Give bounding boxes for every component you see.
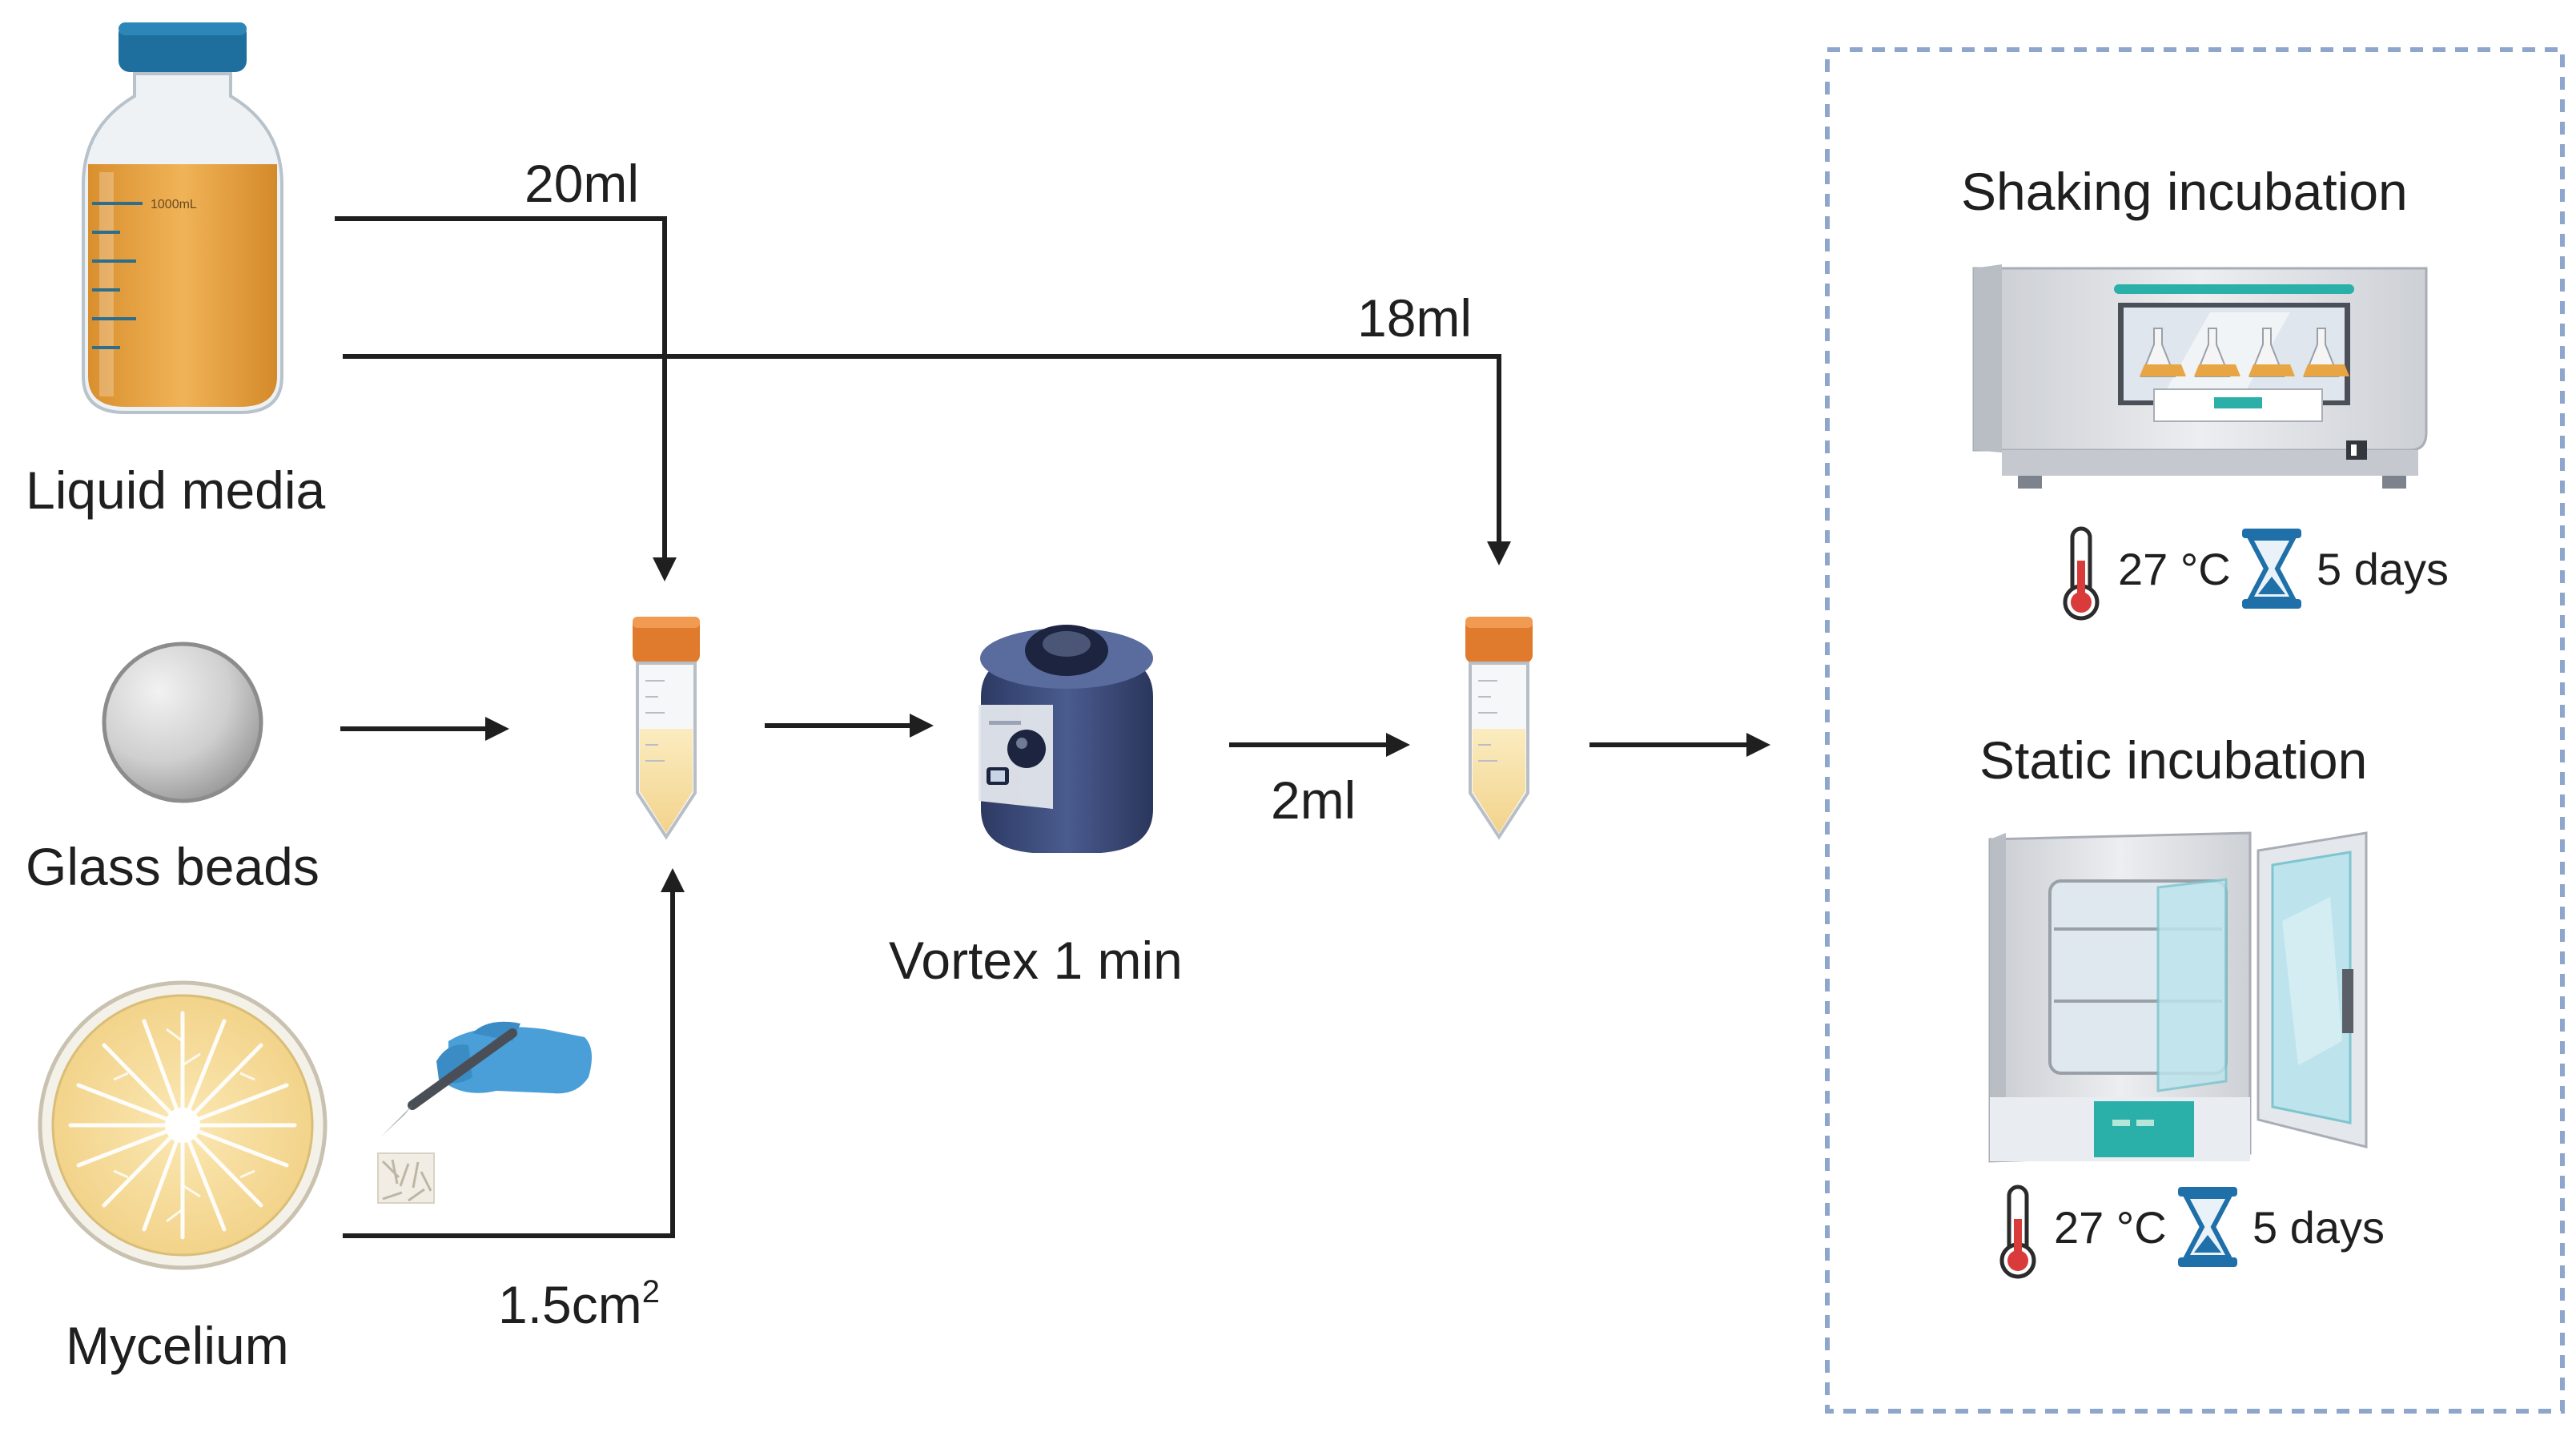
shaking-temp-label: 27 °C <box>2118 544 2231 594</box>
incubation-panel <box>1825 47 2565 1414</box>
volume-2ml-label: 2ml <box>1271 770 1356 830</box>
volume-18ml-label: 18ml <box>1357 288 1472 348</box>
hourglass-icon <box>2178 1187 2237 1267</box>
centrifuge-tube-2-icon <box>1465 617 1533 840</box>
glass-bead-icon <box>102 642 263 803</box>
glass-beads-label: Glass beads <box>26 837 319 896</box>
static-incubator-icon <box>1988 831 2368 1163</box>
mycelium-label: Mycelium <box>66 1316 289 1375</box>
mycelium-plate-icon <box>38 980 328 1270</box>
area-label: 1.5cm2 <box>498 1274 660 1334</box>
area-base: 1.5cm <box>498 1275 642 1334</box>
liquid-media-label: Liquid media <box>26 461 326 520</box>
arrow-media-20ml <box>335 216 677 581</box>
centrifuge-tube-1-icon <box>633 617 700 840</box>
vortex-mixer-icon <box>979 625 1153 853</box>
static-incubation-title: Static incubation <box>1979 730 2367 790</box>
flow-arrows <box>335 216 1770 1238</box>
thermometer-icon <box>1999 1185 2036 1279</box>
arrow-media-18ml <box>343 354 1511 565</box>
gloved-hand-scalpel-icon <box>380 1021 592 1137</box>
arrow-mycelium-to-tube <box>343 868 685 1238</box>
vortex-label: Vortex 1 min <box>889 931 1183 990</box>
volume-20ml-label: 20ml <box>524 154 639 213</box>
static-temp-label: 27 °C <box>2054 1202 2167 1253</box>
thermometer-icon <box>2063 526 2100 621</box>
mycelium-piece-icon <box>377 1152 435 1204</box>
shaking-incubation-title: Shaking incubation <box>1961 162 2408 221</box>
static-time-label: 5 days <box>2252 1202 2385 1253</box>
bottle-volume-mark: 1000mL <box>151 198 197 211</box>
area-superscript: 2 <box>642 1274 660 1309</box>
hourglass-icon <box>2242 529 2301 609</box>
shaking-time-label: 5 days <box>2317 544 2449 594</box>
liquid-media-bottle-icon: 1000mL <box>82 22 283 414</box>
shaking-incubator-icon <box>1972 264 2428 489</box>
